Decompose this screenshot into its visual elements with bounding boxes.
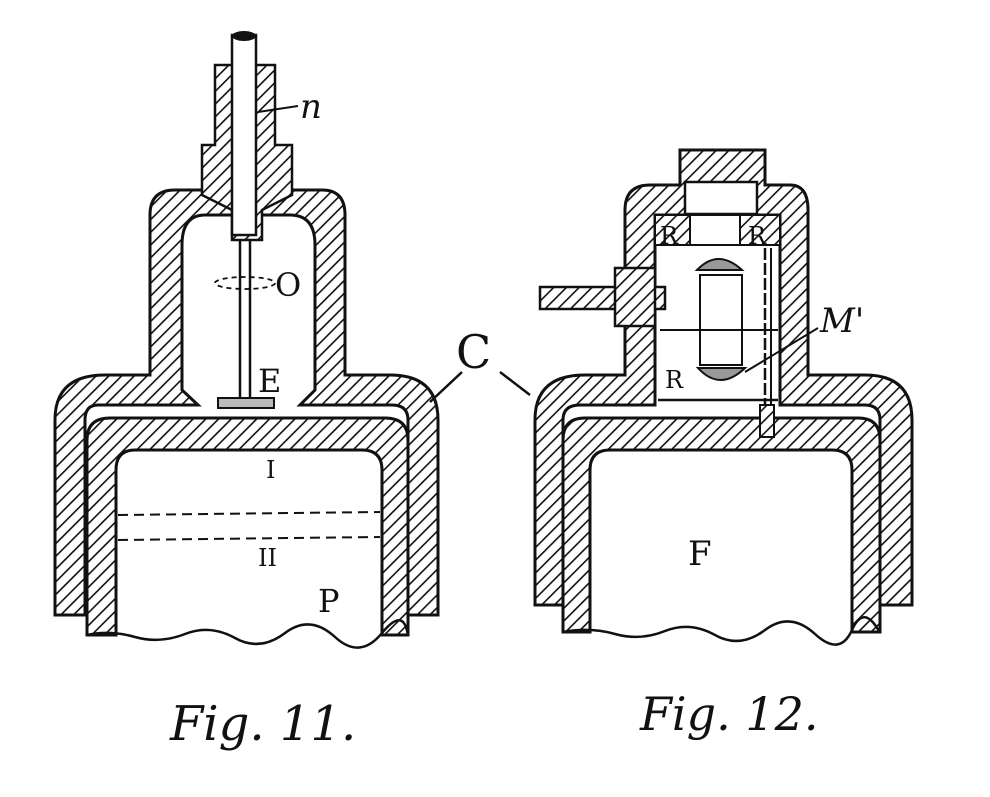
- fig12-caption: Fig. 12.: [639, 687, 818, 741]
- fig11-break-line: [86, 619, 410, 649]
- fig12-jar-wall: [561, 416, 882, 634]
- fig11-label-e: E: [258, 362, 281, 400]
- fig11-label-ii: II: [258, 544, 277, 572]
- fig12-label-r-top-right: R: [748, 222, 767, 250]
- fig11-label-p: P: [318, 582, 340, 620]
- label-c: C: [456, 325, 491, 379]
- fig11-jar-wall: [85, 416, 410, 637]
- fig12-inlet-fitting: [613, 266, 657, 328]
- fig11-level-line-1: [117, 511, 381, 516]
- fig12-top-opening: [683, 180, 759, 216]
- fig11-orifice: [214, 276, 276, 290]
- fig12-valve-body: [699, 274, 743, 366]
- figure-12: R R M' R F Fig. 12.: [533, 148, 914, 741]
- fig11-valve-plate: [217, 397, 275, 409]
- fig12-break-line: [562, 616, 882, 646]
- fig11-leader-n: [257, 105, 299, 113]
- fig12-leader-m: [744, 327, 819, 373]
- fig11-cap-shell: [53, 188, 440, 617]
- fig12-label-r-top-left: R: [660, 222, 679, 250]
- fig12-float-upper: [694, 258, 745, 271]
- leader-c-right: [499, 371, 531, 396]
- fig11-label-n: n: [300, 87, 322, 127]
- fig12-upper-ring-gap: [689, 214, 741, 246]
- leader-c-left: [429, 371, 463, 403]
- fig11-level-line-2: [117, 536, 381, 541]
- fig11-caption: Fig. 11.: [169, 696, 356, 752]
- fig11-label-i: I: [266, 456, 275, 484]
- fig11-tube: [230, 33, 258, 237]
- fig11-label-o: O: [275, 266, 301, 304]
- figure-11: n O E I II P Fig. 11.: [53, 31, 440, 752]
- fig12-screw: [759, 404, 775, 438]
- fig12-float-lower: [695, 367, 748, 381]
- fig12-label-f: F: [688, 534, 712, 574]
- fig11-tube-top: [232, 31, 256, 41]
- fig12-label-m: M': [819, 301, 864, 341]
- fig12-label-r-bottom: R: [665, 366, 684, 394]
